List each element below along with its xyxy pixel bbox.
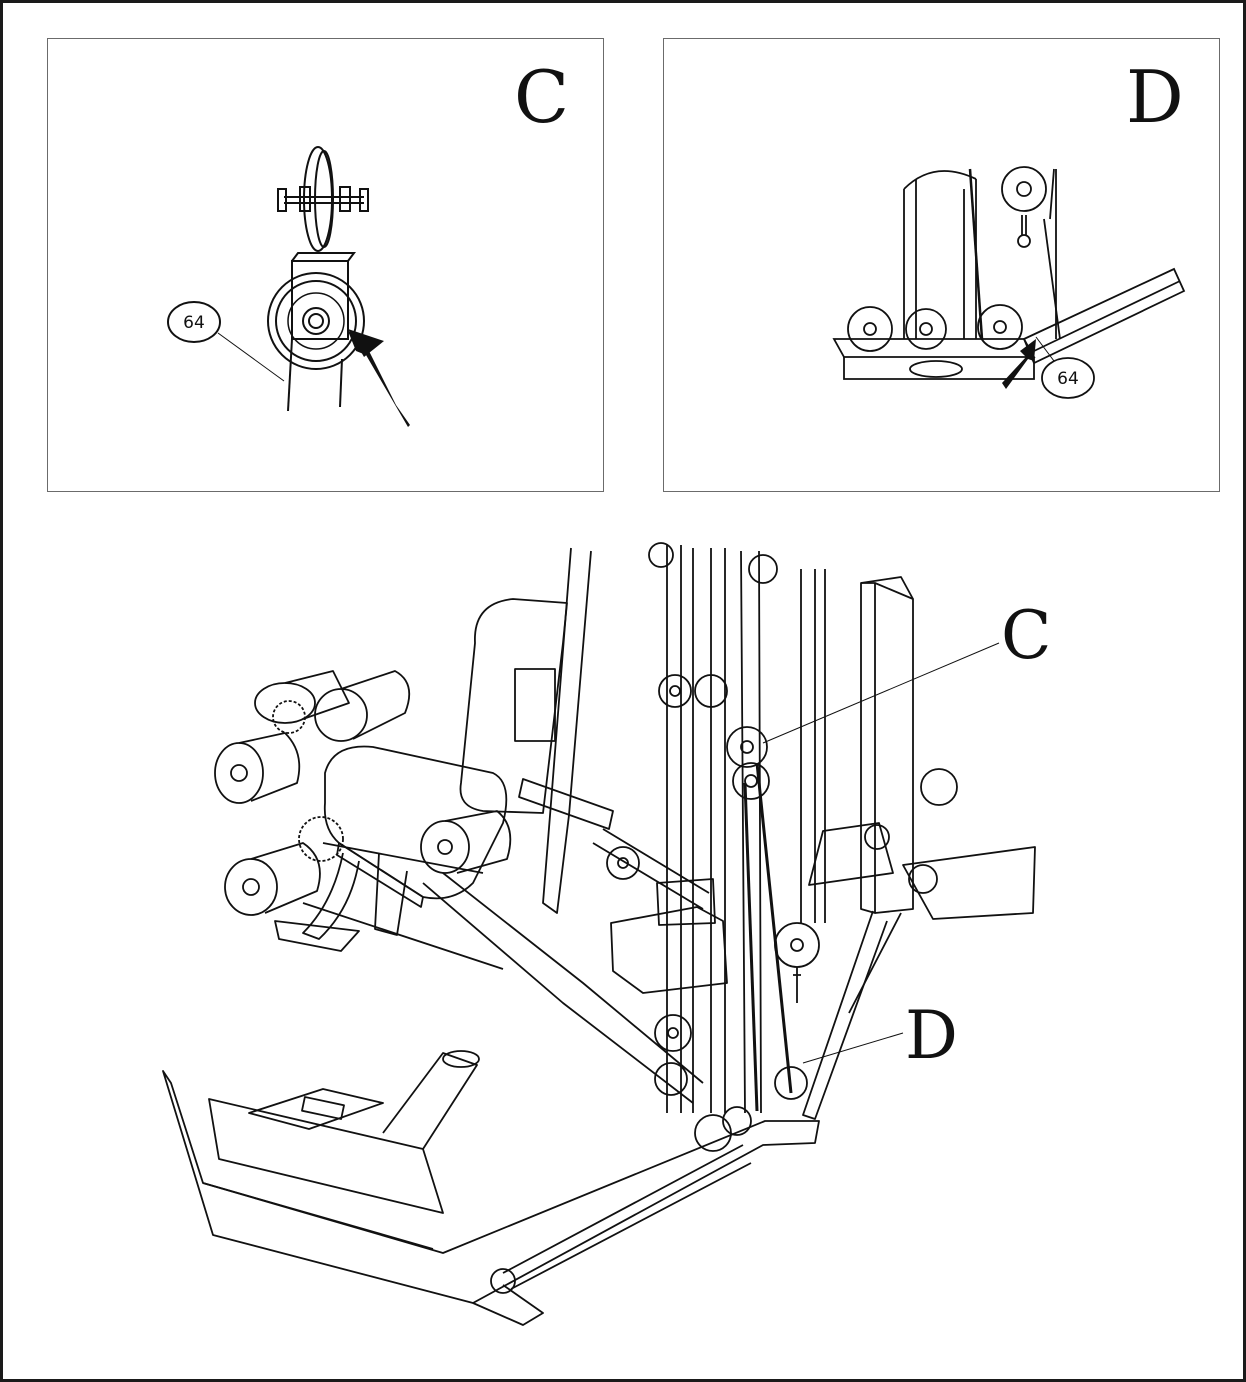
callout-64-c: 64 xyxy=(183,313,205,333)
pulley-detail-c-drawing: 64 xyxy=(167,146,410,427)
detail-panel-c: C xyxy=(47,38,604,492)
pulley-detail-d-drawing: 64 xyxy=(832,166,1186,399)
detail-panel-d: D xyxy=(663,38,1220,492)
home-gym-overview-drawing xyxy=(162,542,1036,1326)
panel-c-letter: C xyxy=(514,55,570,139)
overview-label-d: D xyxy=(905,997,958,1074)
overview-label-c: C xyxy=(1001,597,1052,674)
panel-d-letter: D xyxy=(1126,55,1184,139)
callout-64-d: 64 xyxy=(1057,369,1079,389)
